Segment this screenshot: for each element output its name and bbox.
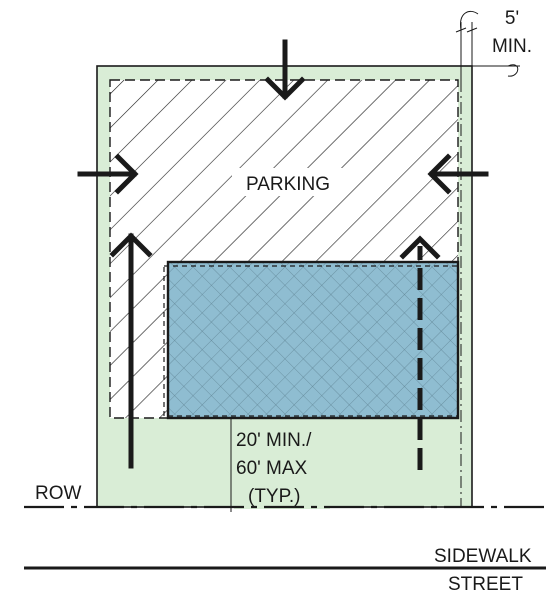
arrow-top — [264, 39, 306, 101]
street-label: STREET — [448, 574, 523, 595]
sidewalk-label: SIDEWALK — [434, 546, 532, 567]
setback-label-line1: 5' — [505, 8, 519, 29]
setback-label-line2: MIN. — [492, 36, 532, 57]
building-footprint — [166, 260, 460, 420]
setback-line-inner — [163, 265, 459, 417]
arrow-access-dashed — [399, 235, 441, 470]
frontage-label-line2: 60' MAX — [236, 458, 308, 479]
row-label: ROW — [35, 483, 82, 504]
arrow-access-solid — [109, 232, 153, 469]
parking-label: PARKING — [246, 174, 330, 195]
frontage-label-line3: (TYP.) — [248, 486, 300, 507]
frontage-label-line1: 20' MIN./ — [236, 430, 312, 451]
arrow-right — [427, 153, 489, 195]
arrow-left — [77, 153, 139, 195]
setback-dimension — [455, 10, 520, 80]
